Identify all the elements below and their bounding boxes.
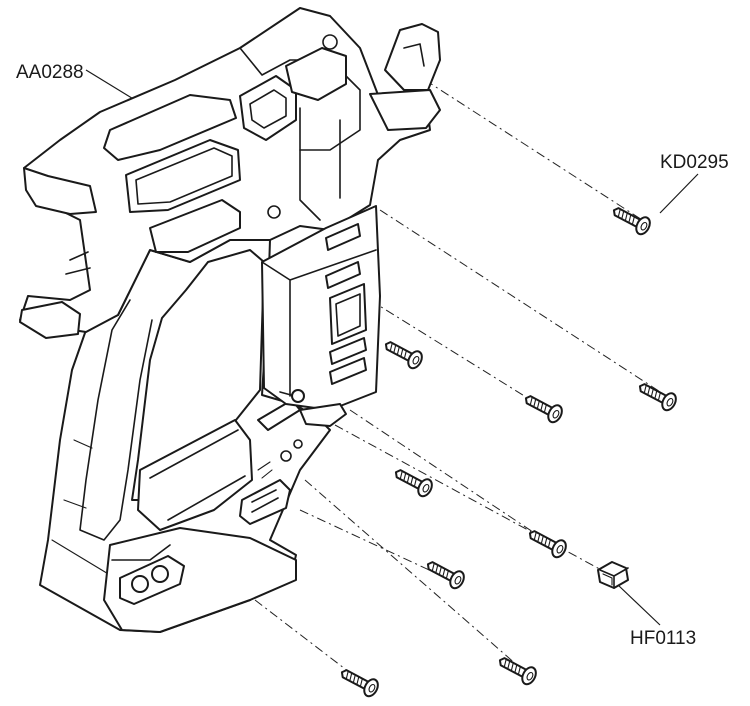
screw [612, 207, 651, 236]
label-screw: KD0295 [660, 152, 729, 173]
label-clip: HF0113 [630, 628, 696, 649]
screw [426, 561, 465, 590]
housing-half [19, 7, 441, 633]
screw [498, 657, 537, 686]
screw [384, 341, 423, 370]
leader-clip [617, 584, 661, 626]
screw [528, 530, 567, 559]
screw [394, 469, 433, 498]
clip [597, 561, 629, 589]
label-housing: AA0288 [16, 62, 84, 83]
screw [524, 395, 563, 424]
screws [340, 207, 677, 698]
leader-screw [659, 173, 699, 214]
screw [340, 669, 379, 698]
leader-housing [85, 69, 136, 101]
assembly-axes [254, 79, 666, 689]
screw [638, 383, 677, 412]
